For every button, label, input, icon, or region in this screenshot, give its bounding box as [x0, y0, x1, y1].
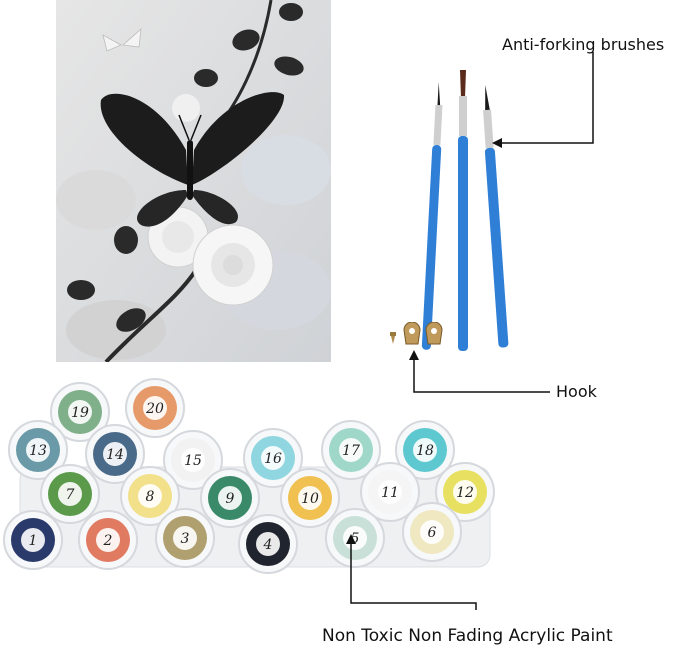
paint-pot-number: 11 [381, 485, 399, 501]
paint-pot-number: 17 [342, 443, 360, 459]
paint-pot-19: 19 [50, 382, 110, 442]
paint-pot-7: 7 [40, 464, 100, 524]
paint-pot-number: 3 [181, 531, 190, 547]
paint-pot-number: 18 [416, 443, 434, 459]
paint-arrow [346, 534, 477, 610]
paint-pot-number: 19 [71, 405, 89, 421]
paint-pot-14: 14 [85, 424, 145, 484]
paint-pot-number: 4 [263, 537, 273, 553]
paint-pot-16: 16 [243, 428, 303, 488]
butterfly-painting-image [56, 0, 331, 362]
paint-pot-number: 5 [351, 531, 360, 547]
paint-pot-1: 1 [3, 510, 63, 570]
paint-pot-number: 7 [66, 487, 75, 503]
paint-pot-2: 2 [78, 510, 138, 570]
paint-pot-20: 20 [125, 378, 185, 438]
paint-pot-number: 14 [106, 447, 124, 463]
paint-pot-number: 10 [301, 491, 319, 507]
paint-pot-number: 12 [456, 485, 474, 501]
brushes-arrow [492, 52, 594, 148]
paint-pot-number: 2 [103, 533, 113, 549]
paint-pot-11: 11 [360, 462, 420, 522]
hook-arrow [409, 350, 550, 393]
paint-label: Non Toxic Non Fading Acrylic Paint [322, 626, 613, 646]
hooks-image [388, 321, 448, 352]
paint-brushes-image [380, 60, 530, 360]
paint-pot-9: 9 [200, 468, 260, 528]
paint-pot-18: 18 [395, 420, 455, 480]
paint-pot-number: 9 [226, 491, 235, 507]
paint-pot-number: 15 [184, 453, 202, 469]
paint-pot-6: 6 [402, 502, 462, 562]
paint-pot-number: 16 [264, 451, 282, 467]
paint-pot-number: 8 [146, 489, 155, 505]
butterfly-shape [100, 92, 285, 227]
hook-label: Hook [556, 382, 597, 401]
paint-pot-number: 20 [145, 401, 164, 417]
paint-pot-13: 13 [8, 420, 68, 480]
paint-pot-10: 10 [280, 468, 340, 528]
paint-pot-number: 13 [29, 443, 47, 459]
paint-pot-17: 17 [321, 420, 381, 480]
paint-pot-number: 1 [29, 533, 38, 549]
brushes-label: Anti-forking brushes [502, 35, 665, 54]
paint-pot-15: 15 [163, 430, 223, 490]
paint-pot-12: 12 [435, 462, 495, 522]
paint-pot-3: 3 [155, 508, 215, 568]
paint-pot-number: 6 [428, 525, 437, 541]
paint-pot-4: 4 [238, 514, 298, 574]
paint-pot-8: 8 [120, 466, 180, 526]
